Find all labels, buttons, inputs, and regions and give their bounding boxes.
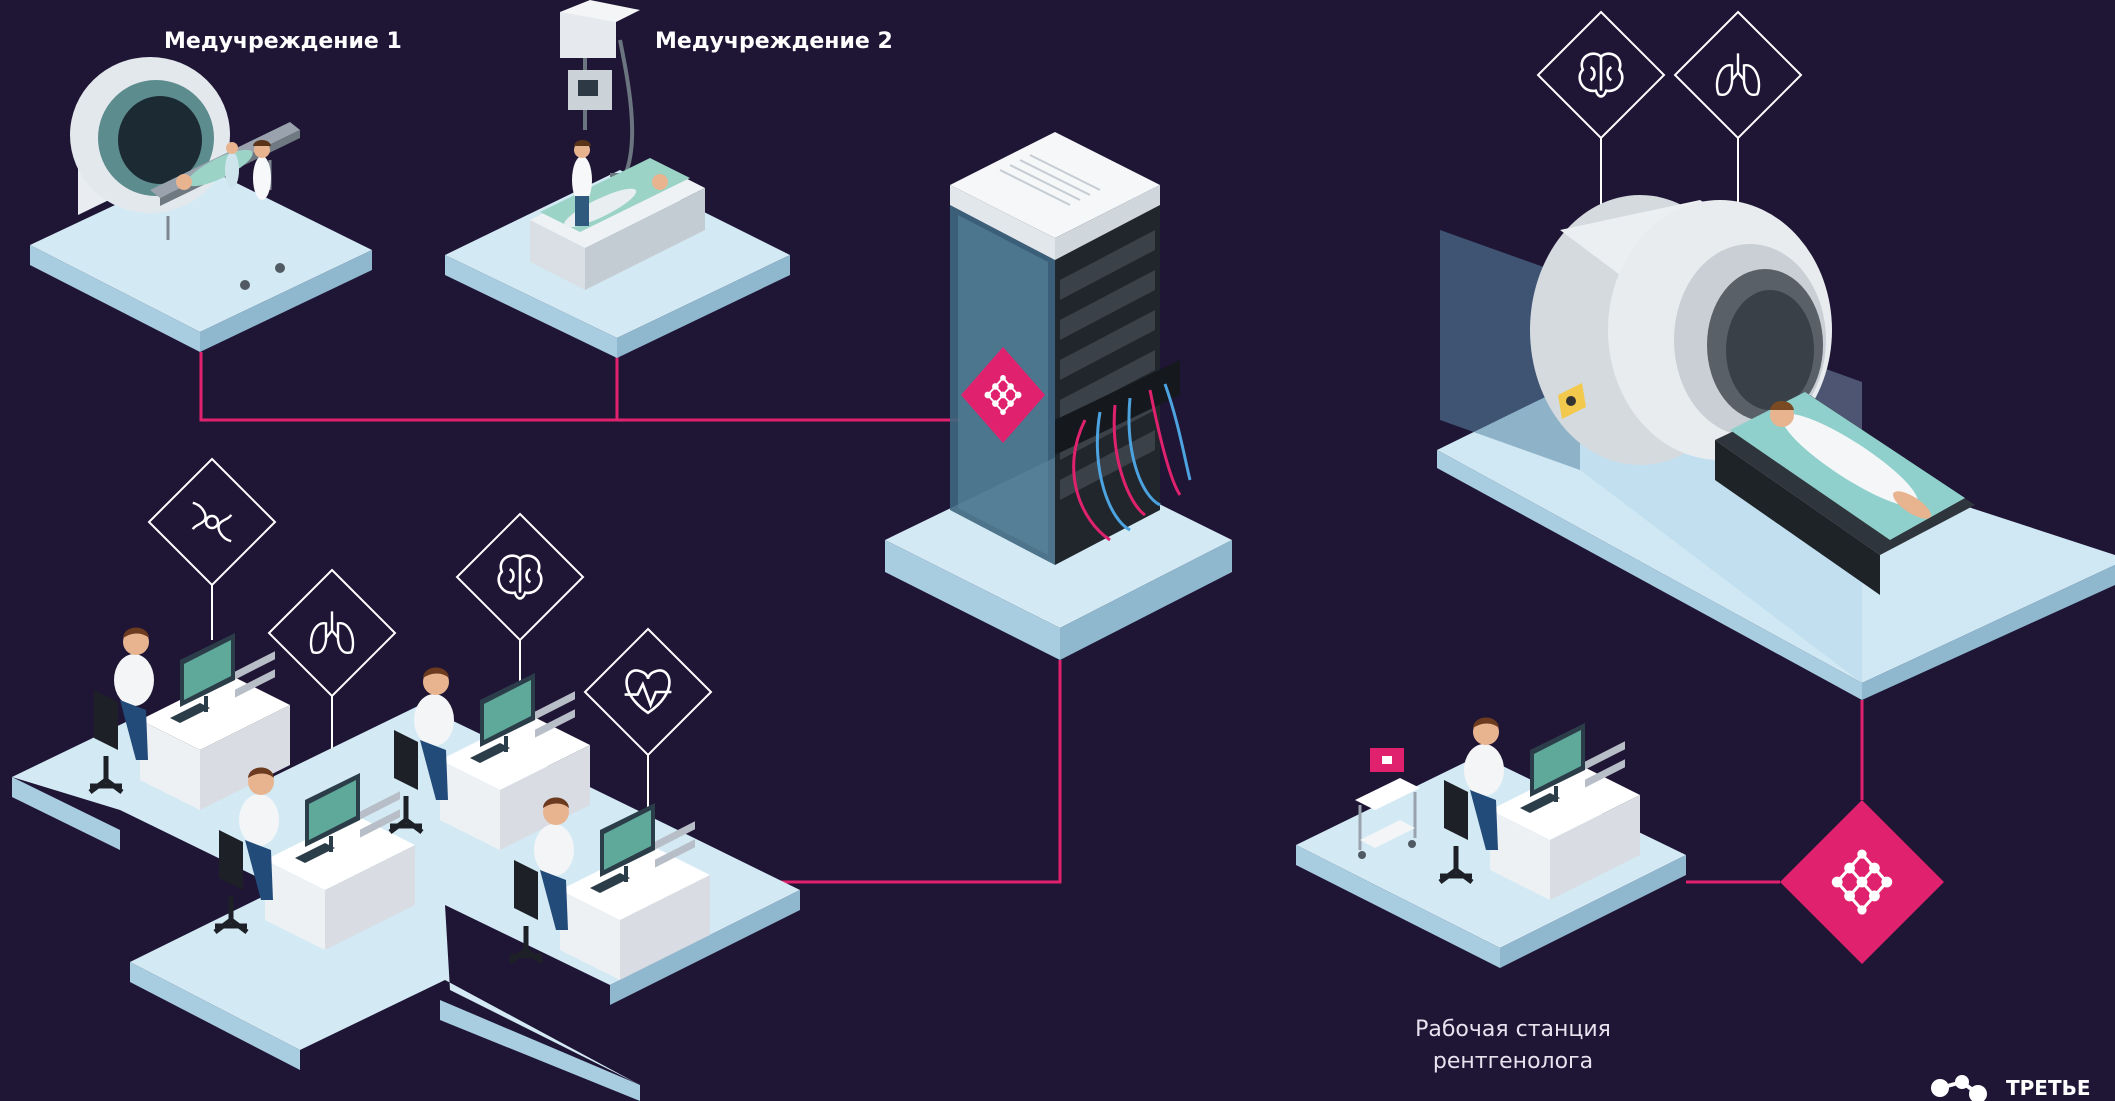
xray-machine-2 (530, 0, 705, 290)
radiologist-workstation (1355, 718, 1640, 901)
facility-1-platform (30, 165, 372, 352)
icon-diamond-heart (583, 627, 713, 757)
mri-scanner-1 (70, 57, 300, 290)
icon-diamond-brain-top (1536, 10, 1666, 140)
connector-lines (199, 350, 1864, 884)
radiologist-workstation-label: Рабочая станция рентгенолога (1363, 1014, 1663, 1078)
brand-logo-icon (1931, 1075, 1987, 1101)
connector-server-to-doctors (668, 660, 1062, 884)
ai-badge (1780, 800, 1944, 964)
icon-diamond-brain (455, 512, 585, 642)
ai-network-icon (961, 347, 1045, 443)
facility-2-label: Медучреждение 2 (655, 29, 893, 54)
icon-diamond-joint (147, 457, 277, 587)
facility-1-label: Медучреждение 1 (164, 29, 402, 54)
brand-name: ТРЕТЬЕ (2006, 1076, 2091, 1100)
icon-diamond-lungs-top (1673, 10, 1803, 140)
server-rack (950, 132, 1192, 565)
workstation-label-line-2: рентгенолога (1432, 1049, 1594, 1074)
icon-diamond-lungs (267, 568, 397, 698)
workstation-label-line-1: Рабочая станция (1415, 1017, 1611, 1042)
connector-facility-1 (199, 352, 960, 422)
mri-scanner-main (1530, 195, 1975, 595)
